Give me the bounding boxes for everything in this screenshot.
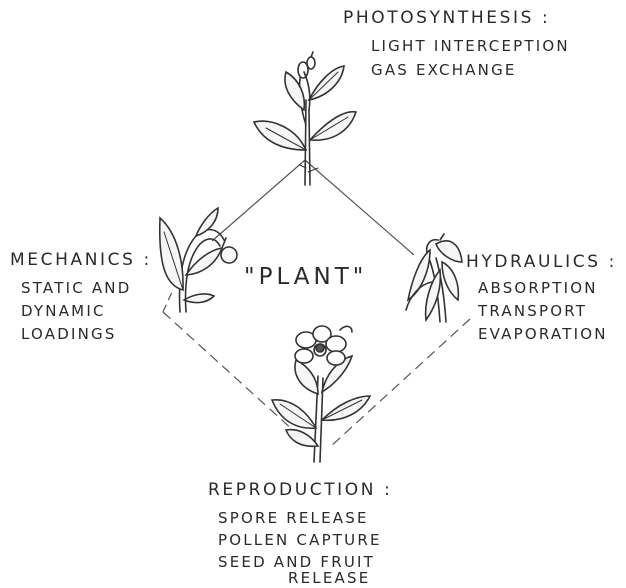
reproduction-item-spore-release: SPORE RELEASE [218, 508, 369, 528]
dashed-connector-left [163, 312, 305, 441]
solid-connector-top-right [305, 160, 414, 255]
photosynthesis-item-light-interception: LIGHT INTERCEPTION [371, 36, 570, 56]
photosynthesis-heading: PHOTOSYNTHESIS : [343, 8, 550, 28]
mechanics-item-static-and: STATIC AND [21, 278, 131, 298]
hydraulics-item-transport: TRANSPORT [478, 301, 587, 321]
mechanics-item-loadings: LOADINGS [21, 324, 117, 344]
center-plant-label: "PLANT" [244, 267, 367, 287]
hydraulics-heading: HYDRAULICS : [466, 252, 617, 272]
hydraulics-plant-icon [406, 234, 462, 322]
reproduction-item-release: RELEASE [288, 568, 370, 588]
dashed-connector-left-end [163, 292, 172, 312]
reproduction-plant-icon [272, 326, 370, 462]
mechanics-plant-icon [160, 208, 237, 312]
reproduction-item-pollen-capture: POLLEN CAPTURE [218, 530, 382, 550]
mechanics-heading: MECHANICS : [10, 250, 152, 270]
solid-connector-top-left [212, 160, 305, 241]
photosynthesis-item-gas-exchange: GAS EXCHANGE [371, 60, 517, 80]
reproduction-heading: REPRODUCTION : [208, 480, 392, 500]
hydraulics-item-evaporation: EVAPORATION [478, 324, 608, 344]
dashed-connector-right [330, 319, 470, 447]
photosynthesis-plant-icon [254, 52, 356, 185]
mechanics-item-dynamic: DYNAMIC [21, 301, 106, 321]
hydraulics-item-absorption: ABSORPTION [478, 278, 598, 298]
